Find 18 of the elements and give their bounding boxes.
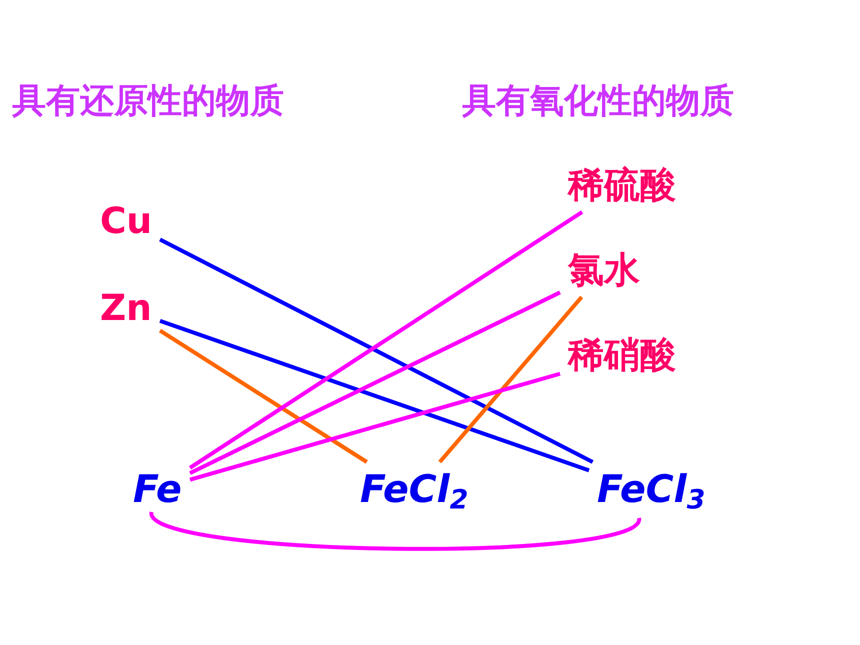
column-heading: 具有还原性的物质: [12, 84, 284, 118]
connector-line: [159, 238, 594, 464]
column-heading: 具有氧化性的物质: [462, 84, 734, 118]
connector-line: [438, 296, 584, 464]
reagent-label: 稀硝酸: [568, 338, 676, 374]
reagent-label: 氯水: [568, 253, 640, 289]
reagent-label: Cu: [100, 204, 152, 240]
connector-line: [150, 510, 641, 551]
iron-species-label: Fe: [133, 470, 182, 508]
reagent-label: 稀硫酸: [568, 168, 676, 204]
iron-species-label: FeCl$_{2}$: [360, 470, 468, 514]
connector-line: [189, 290, 561, 475]
connector-line: [159, 318, 590, 472]
iron-species-label: FeCl$_{3}$: [597, 470, 706, 514]
connector-line: [189, 372, 561, 482]
reagent-label: Zn: [100, 291, 152, 327]
connector-line: [158, 328, 368, 464]
connector-line: [188, 210, 584, 470]
